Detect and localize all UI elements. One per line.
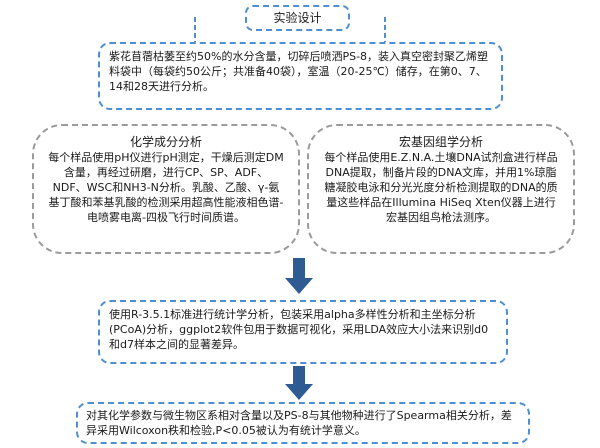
statistics-box: 使用R-3.5.1标准进行统计学分析，包装采用alpha多样性分析和主坐标分析(…: [98, 300, 508, 364]
down-arrow-icon: [285, 258, 313, 294]
statistics-text: 使用R-3.5.1标准进行统计学分析，包装采用alpha多样性分析和主坐标分析(…: [109, 308, 489, 351]
preparation-box: 紫花苜蓿枯萎至约50%的水分含量，切碎后喷洒PS-8，装入真空密封聚乙烯塑料袋中…: [98, 42, 503, 110]
title-text: 实验设计: [273, 11, 322, 25]
correlation-text: 对其化学参数与微生物区系相对含量以及PS-8与其他物种进行了Spearma相关分…: [86, 409, 512, 437]
chemical-analysis-heading: 化学成分分析: [129, 135, 202, 149]
down-arrow-icon: [285, 366, 313, 400]
preparation-text: 紫花苜蓿枯萎至约50%的水分含量，切碎后喷洒PS-8，装入真空密封聚乙烯塑料袋中…: [109, 50, 489, 93]
chemical-analysis-box: 化学成分分析 每个样品使用pH仪进行pH测定，干燥后测定DM含量，再经过研磨，进…: [32, 124, 300, 254]
metagenome-analysis-box: 宏基因组学分析 每个样品使用E.Z.N.A.土壤DNA试剂盒进行样品DNA提取，…: [307, 124, 575, 254]
metagenome-analysis-text: 每个样品使用E.Z.N.A.土壤DNA试剂盒进行样品DNA提取，制备片段的DNA…: [324, 151, 558, 224]
chemical-analysis-text: 每个样品使用pH仪进行pH测定，干燥后测定DM含量，再经过研磨，进行CP、SP、…: [48, 151, 284, 224]
metagenome-analysis-heading: 宏基因组学分析: [398, 135, 483, 149]
title-box: 实验设计: [245, 5, 350, 31]
correlation-box: 对其化学参数与微生物区系相对含量以及PS-8与其他物种进行了Spearma相关分…: [76, 402, 530, 444]
title-connector: [194, 17, 386, 42]
